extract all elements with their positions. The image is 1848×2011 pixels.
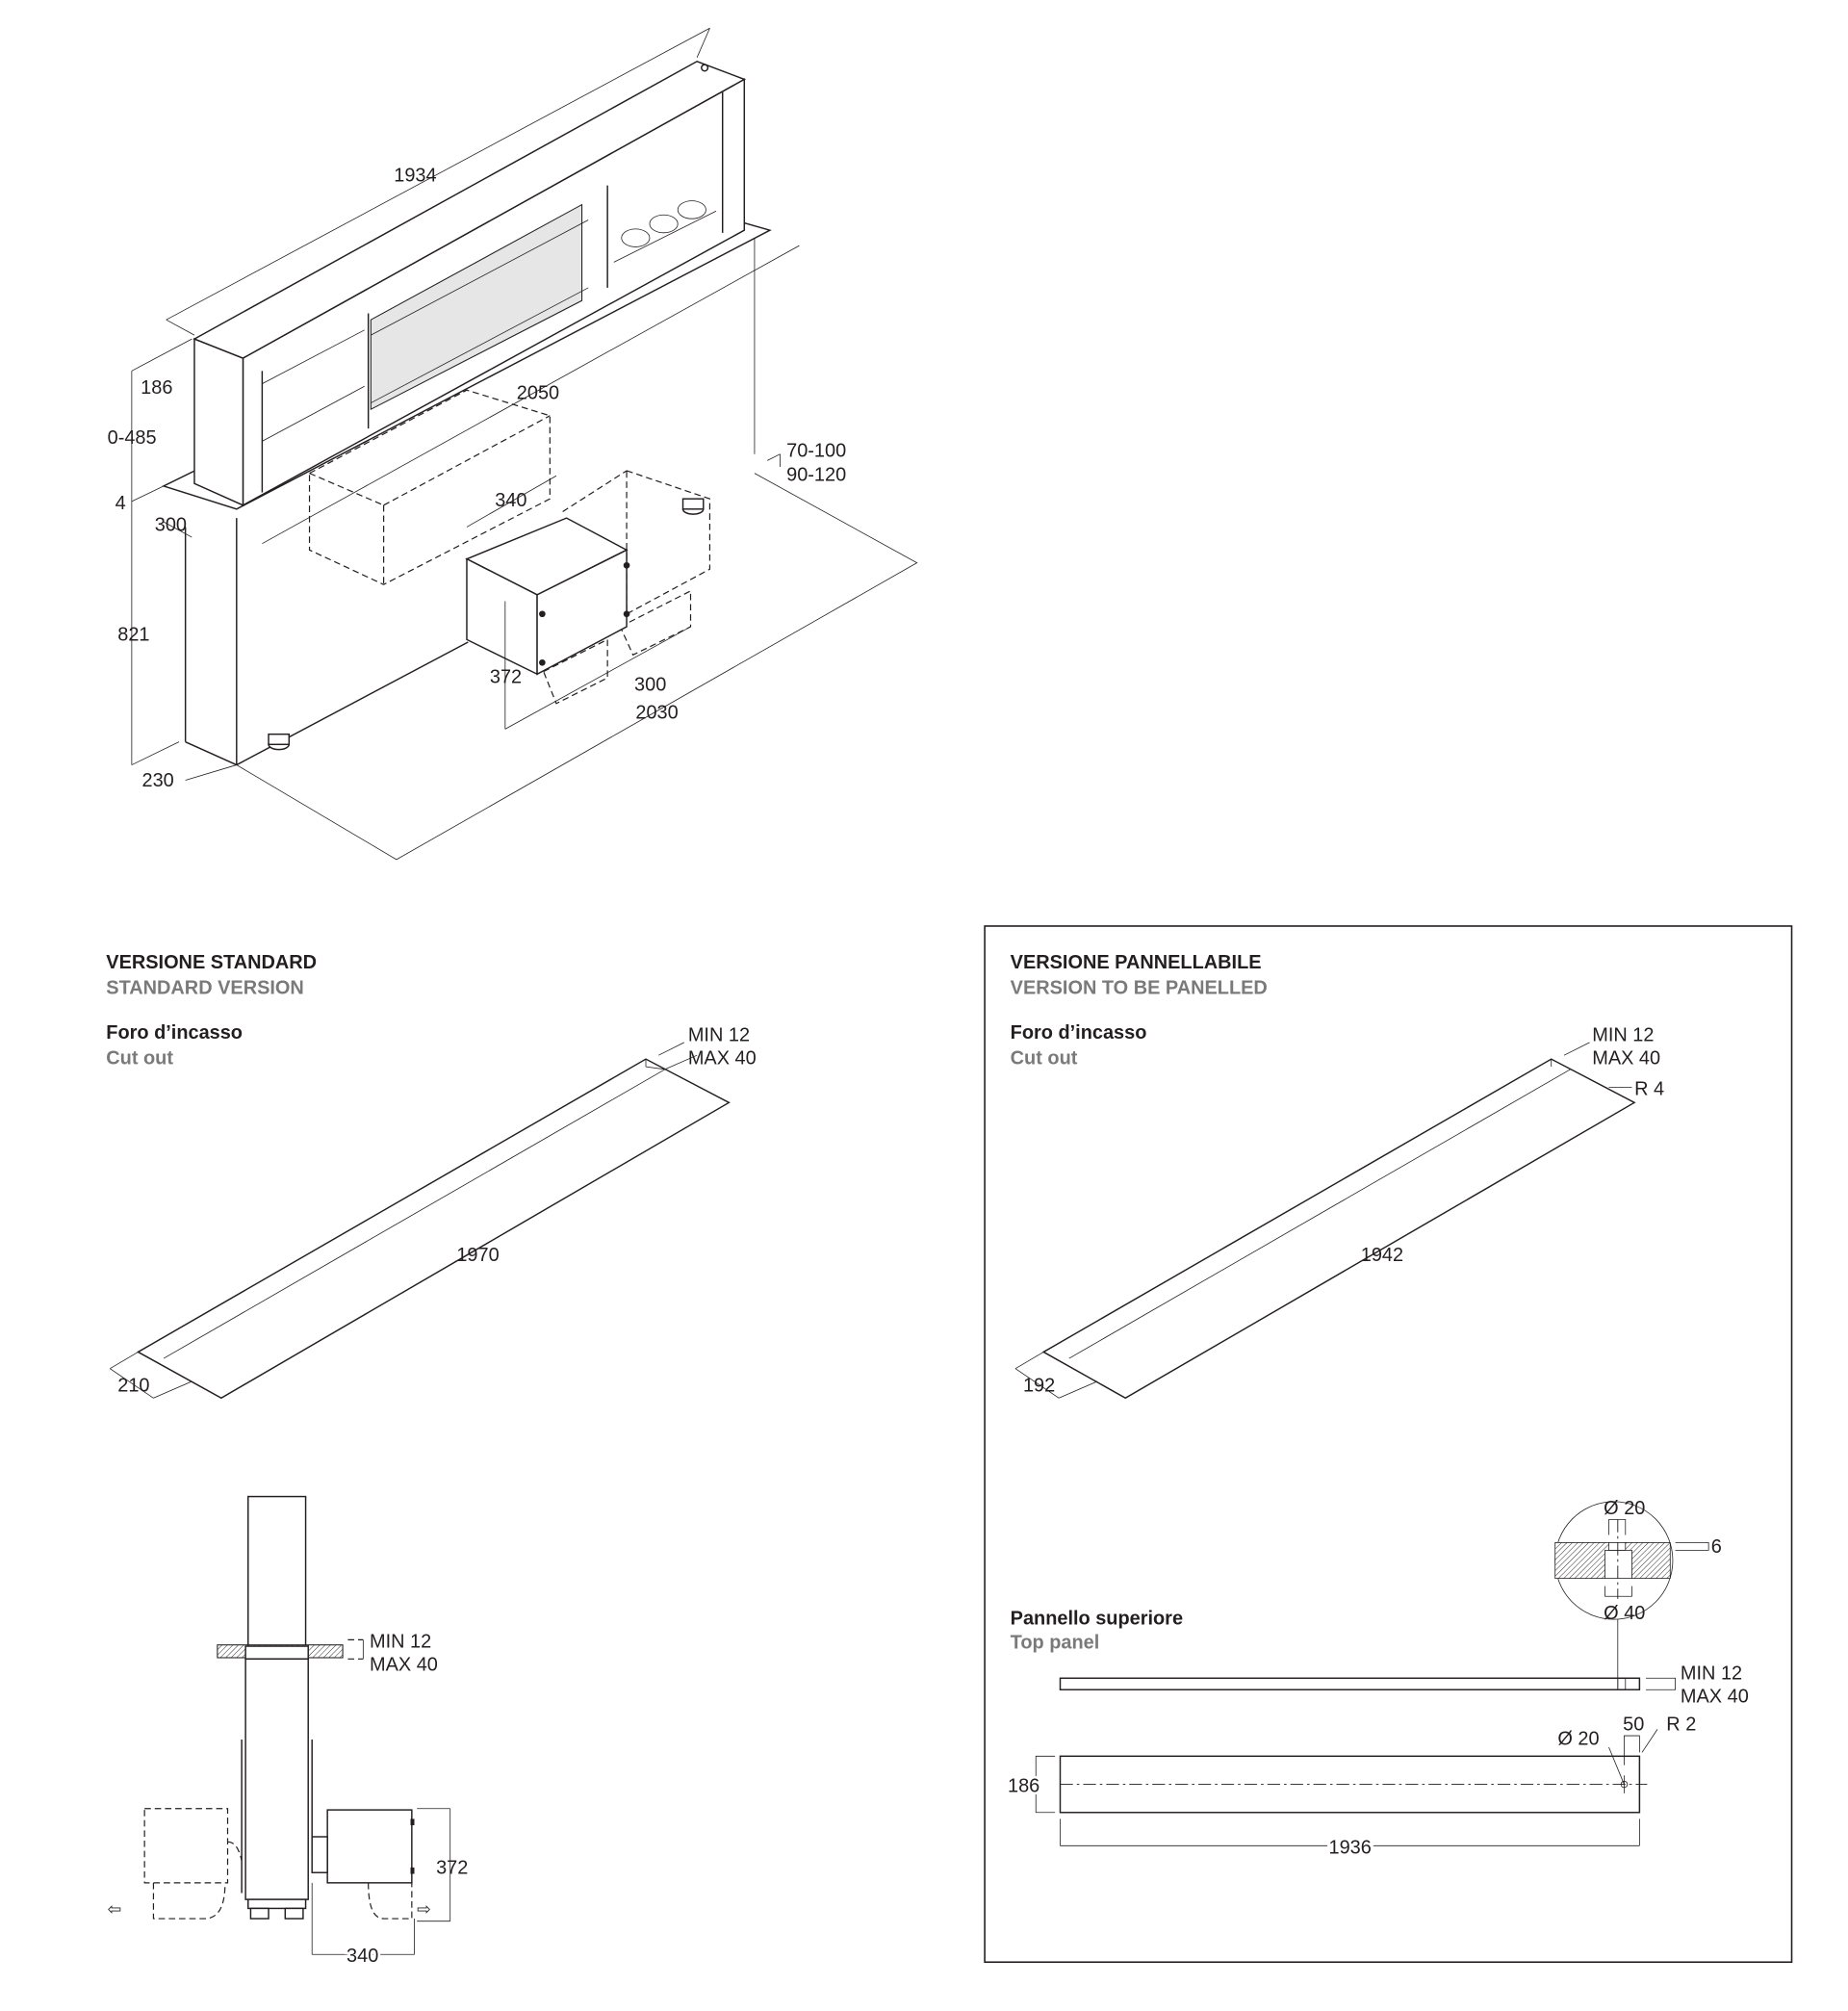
dim-1934: 1934 bbox=[394, 166, 436, 187]
panel-offset: 50 bbox=[1623, 1715, 1644, 1736]
panelled-version-section: VERSIONE PANNELLABILE VERSION TO BE PANE… bbox=[984, 925, 1793, 1964]
dim-192: 192 bbox=[1023, 1376, 1055, 1397]
dim-1942: 1942 bbox=[1361, 1245, 1403, 1266]
panelled-cutout-subtitle: Cut out bbox=[1011, 1047, 1078, 1069]
panel-max: MAX 40 bbox=[1681, 1686, 1749, 1707]
dim-340-side: 340 bbox=[346, 1946, 378, 1967]
motor-box-side bbox=[326, 1809, 413, 1884]
hob-ring bbox=[649, 214, 679, 234]
side-max: MAX 40 bbox=[370, 1654, 438, 1675]
panelled-frame bbox=[984, 925, 1793, 1964]
dim-70-100: 70-100 bbox=[786, 440, 846, 461]
cabinet-body bbox=[184, 236, 756, 766]
side-min: MIN 12 bbox=[370, 1631, 431, 1652]
panel-length: 1936 bbox=[1329, 1837, 1372, 1858]
dim-372-side: 372 bbox=[436, 1858, 468, 1879]
standard-title: VERSIONE STANDARD bbox=[106, 952, 317, 973]
panel-min: MIN 12 bbox=[1681, 1663, 1742, 1685]
standard-version-section: VERSIONE STANDARD STANDARD VERSION Foro … bbox=[106, 952, 757, 1970]
standard-side-view: ⇦ ⇨ bbox=[108, 1495, 451, 1955]
top-panel-drawing bbox=[1035, 1677, 1676, 1846]
hole-detail bbox=[1554, 1501, 1709, 1689]
dim-2030: 2030 bbox=[635, 703, 678, 724]
standard-cutout-title: Foro d’incasso bbox=[106, 1022, 243, 1044]
dim-0-485: 0-485 bbox=[108, 427, 157, 449]
power-button-icon bbox=[701, 64, 709, 72]
panel-hole: Ø 20 bbox=[1557, 1728, 1599, 1749]
dim-230: 230 bbox=[141, 770, 173, 791]
standard-subtitle: STANDARD VERSION bbox=[106, 977, 304, 998]
detail-depth: 6 bbox=[1711, 1536, 1722, 1558]
dim-186: 186 bbox=[141, 377, 172, 399]
detail-hole-top: Ø 20 bbox=[1604, 1498, 1645, 1519]
isometric-view: 1934 186 0-485 4 300 2050 340 70-100 90-… bbox=[108, 27, 918, 861]
standard-max: MAX 40 bbox=[688, 1047, 757, 1069]
detail-hole-bottom: Ø 40 bbox=[1604, 1603, 1645, 1624]
panelled-min: MIN 12 bbox=[1592, 1025, 1654, 1046]
dim-340-iso: 340 bbox=[495, 490, 526, 511]
panelled-cutout-title: Foro d’incasso bbox=[1011, 1022, 1147, 1044]
iso-dimension-lines bbox=[131, 27, 800, 781]
panelled-max: MAX 40 bbox=[1592, 1047, 1660, 1069]
standard-min: MIN 12 bbox=[688, 1025, 750, 1046]
standard-cutout-drawing bbox=[110, 1042, 731, 1400]
downdraft-unit bbox=[192, 60, 747, 507]
hob-ring bbox=[621, 228, 651, 247]
standard-cutout-subtitle: Cut out bbox=[106, 1047, 173, 1069]
top-panel-subtitle: Top panel bbox=[1011, 1633, 1100, 1654]
panelled-cutout-drawing bbox=[1014, 1042, 1636, 1400]
dim-1970: 1970 bbox=[456, 1245, 499, 1266]
dim-300-motor: 300 bbox=[634, 674, 666, 695]
hob-ring bbox=[677, 200, 706, 219]
panelled-radius: R 4 bbox=[1634, 1078, 1664, 1099]
panelled-subtitle: VERSION TO BE PANELLED bbox=[1011, 977, 1268, 998]
dim-90-120: 90-120 bbox=[786, 465, 846, 486]
dim-210: 210 bbox=[117, 1376, 149, 1397]
panelled-title: VERSIONE PANNELLABILE bbox=[1011, 952, 1262, 973]
exhaust-arrow-left-icon: ⇦ bbox=[108, 1899, 121, 1919]
panel-width: 186 bbox=[1008, 1776, 1040, 1797]
dim-2050: 2050 bbox=[517, 383, 559, 404]
dim-821: 821 bbox=[117, 625, 149, 646]
dim-300-depth: 300 bbox=[155, 514, 187, 535]
floor-outline bbox=[236, 473, 918, 861]
exhaust-arrow-right-icon: ⇨ bbox=[417, 1899, 430, 1919]
alt-motor-position bbox=[143, 1808, 229, 1884]
dim-4: 4 bbox=[116, 493, 126, 514]
iso-dimension-labels: 1934 186 0-485 4 300 2050 340 70-100 90-… bbox=[108, 166, 847, 791]
motor-box bbox=[465, 517, 630, 676]
dim-372-iso: 372 bbox=[490, 667, 522, 688]
panel-radius: R 2 bbox=[1666, 1715, 1696, 1736]
top-panel-title: Pannello superiore bbox=[1011, 1608, 1183, 1629]
